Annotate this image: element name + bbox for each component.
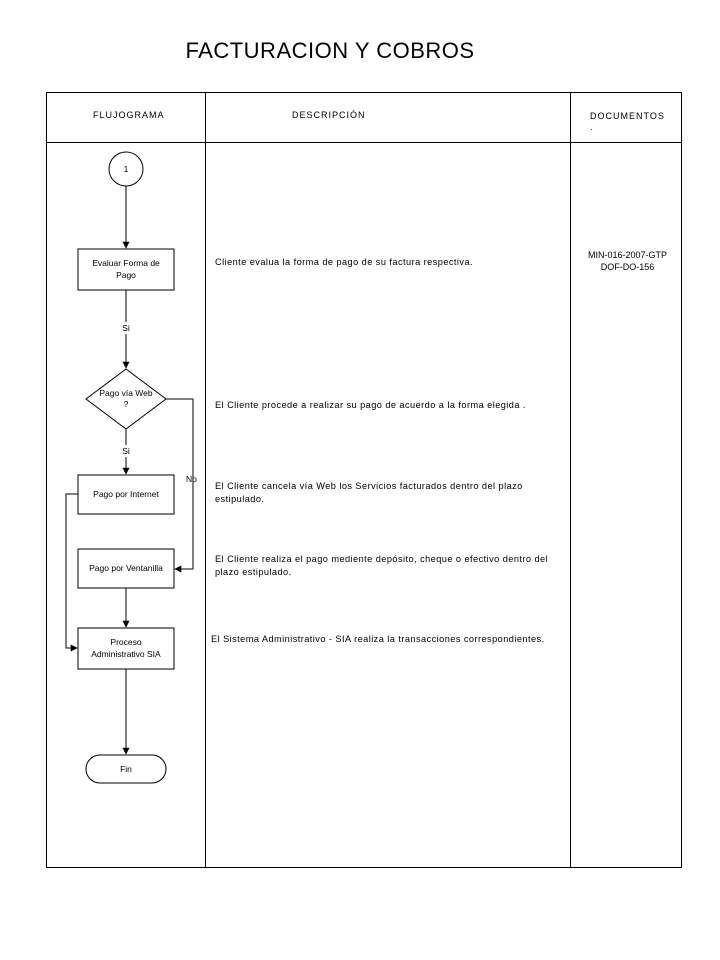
- label-si-2: Si: [122, 446, 130, 456]
- header-descripcion: DESCRIPCIÓN: [292, 110, 366, 120]
- terminator-fin: [85, 754, 167, 784]
- decision-label-1: Pago vía Web: [99, 388, 153, 398]
- arrow-decision-to-ventanilla: [166, 398, 194, 573]
- description-sia: El Sistema Administrativo - SIA realiza …: [211, 634, 545, 644]
- process-sia-label-1: Proceso: [110, 637, 141, 647]
- description-evaluar: Cliente evalua la forma de pago de su fa…: [215, 257, 474, 267]
- header-documentos-mark: .: [590, 122, 594, 132]
- process-evaluar-label-1: Evaluar Forma de: [92, 258, 160, 268]
- description-ventanilla: El Cliente realiza el pago mediente depó…: [215, 554, 549, 577]
- description-internet: El Cliente cancela vía Web los Servicios…: [215, 481, 523, 504]
- header-flujograma: FLUJOGRAMA: [93, 110, 165, 120]
- header-documentos: DOCUMENTOS: [590, 111, 665, 121]
- arrow-internet-to-sia: [65, 493, 78, 652]
- description-decision: El Cliente procede a realizar su pago de…: [215, 400, 526, 410]
- terminator-fin-label: Fin: [120, 764, 132, 774]
- header-divider: [46, 142, 682, 143]
- document-code-2: DOF-DO-156: [600, 262, 655, 272]
- process-evaluar-label-2: Pago: [116, 270, 136, 280]
- process-ventanilla-label: Pago por Ventanilla: [89, 563, 163, 573]
- process-internet-label: Pago por Internet: [93, 489, 159, 499]
- table-frame: [46, 92, 682, 868]
- column-divider-1: [205, 92, 206, 868]
- column-divider-2: [570, 92, 571, 868]
- label-no: No: [186, 474, 197, 484]
- decision-label-2: ?: [124, 399, 129, 409]
- process-sia-label-2: Administrativo SIA: [91, 649, 161, 659]
- process-internet-box: [77, 474, 175, 515]
- page-title: FACTURACION Y COBROS: [185, 38, 475, 63]
- label-si-1: Si: [122, 323, 130, 333]
- process-evaluar-box: [77, 248, 175, 291]
- connector-label: 1: [124, 164, 129, 174]
- document-code-1: MIN-016-2007-GTP: [587, 250, 668, 260]
- process-sia-box: [77, 627, 175, 670]
